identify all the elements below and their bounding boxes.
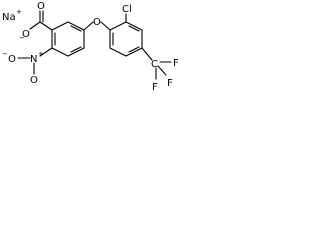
carboxylate-charge: − xyxy=(19,34,25,42)
trifluoromethyl-carbon-label: C xyxy=(151,59,158,70)
carboxylate-group xyxy=(29,10,53,31)
left-benzene-ring xyxy=(51,21,85,57)
trifluoromethyl-group xyxy=(141,47,172,80)
carbonyl-oxygen-label: O xyxy=(37,1,45,12)
fluorine-label-right: F xyxy=(173,58,179,69)
sodium-charge: + xyxy=(16,8,22,16)
nitro-nitrogen-label: N xyxy=(30,54,37,65)
nitro-nitrogen-charge: + xyxy=(38,50,44,58)
sodium-label: Na xyxy=(2,12,16,23)
chloro-label: Cl xyxy=(122,4,132,15)
fluorine-label-lower-right: F xyxy=(167,78,173,89)
nitro-oxygen-double-label: O xyxy=(30,75,38,86)
fluorine-label-bottom: F xyxy=(152,82,158,93)
ether-oxygen-label: O xyxy=(93,17,101,28)
nitro-group xyxy=(17,47,53,75)
nitro-oxygen-anion-label: O xyxy=(8,54,16,65)
chemical-structure-drawing: Na + O O − N + O O − O xyxy=(2,1,179,93)
right-benzene-ring xyxy=(109,21,143,57)
carboxylate-oxygen-label: O xyxy=(22,29,30,40)
nitro-oxygen-charge: − xyxy=(2,50,8,58)
ether-linkage xyxy=(83,21,111,31)
